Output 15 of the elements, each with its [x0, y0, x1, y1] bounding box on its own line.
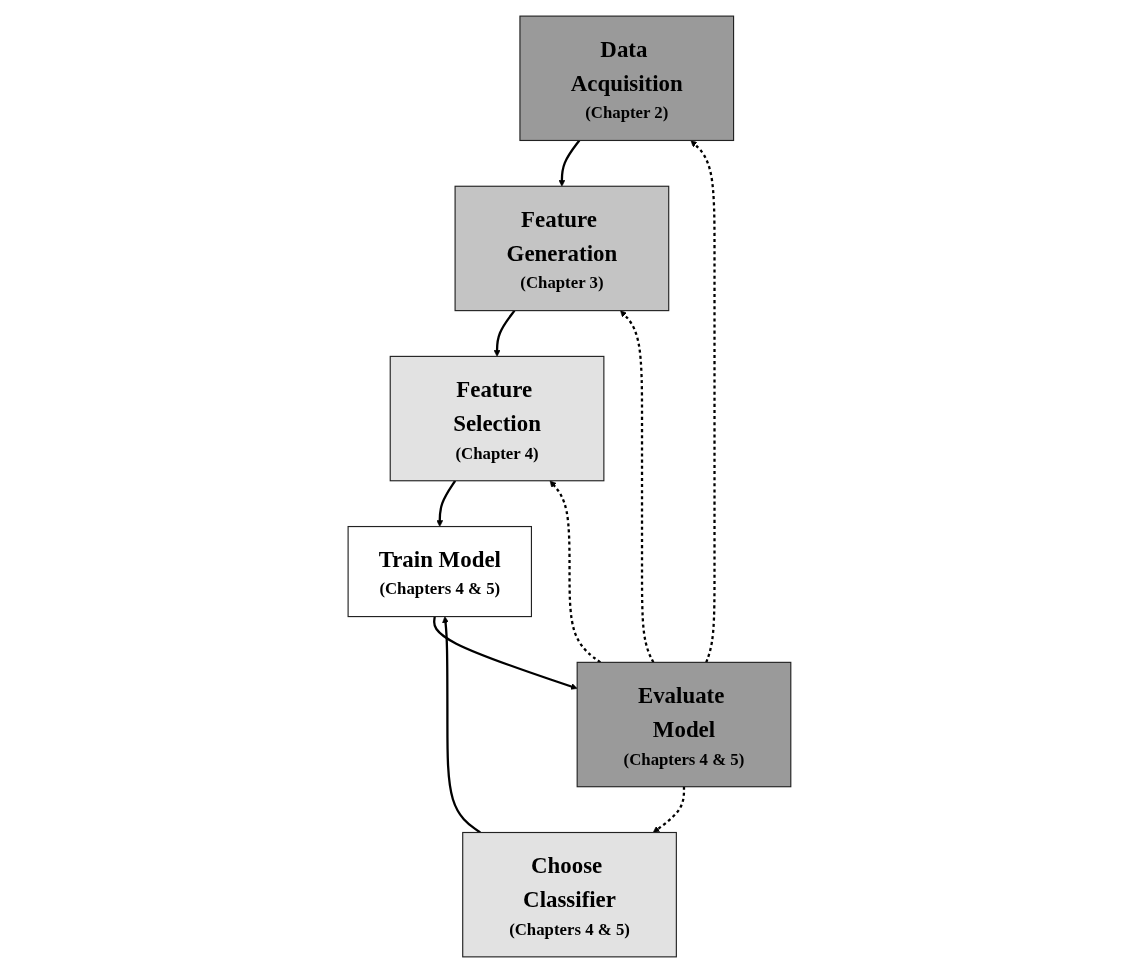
arrow: [435, 480, 456, 527]
node-box: Train Model (Chapters 4 & 5): [347, 526, 532, 618]
arrow: [432, 616, 577, 690]
node-box: Feature Generation (Chapter 3): [454, 185, 669, 312]
node-box: Evaluate Model (Chapters 4 & 5): [576, 661, 791, 788]
arrow: [441, 616, 481, 834]
node-box: Choose Classifier (Chapters 4 & 5): [461, 831, 677, 958]
arrow: [493, 309, 515, 357]
arrow: [558, 139, 580, 187]
arrow: [549, 480, 601, 664]
arrow: [652, 786, 685, 833]
node-box: Feature Selection (Chapter 4): [389, 355, 604, 482]
arrow: [619, 310, 654, 663]
node-box: Data Acquisition (Chapter 2): [518, 15, 734, 142]
arrow: [690, 140, 716, 663]
